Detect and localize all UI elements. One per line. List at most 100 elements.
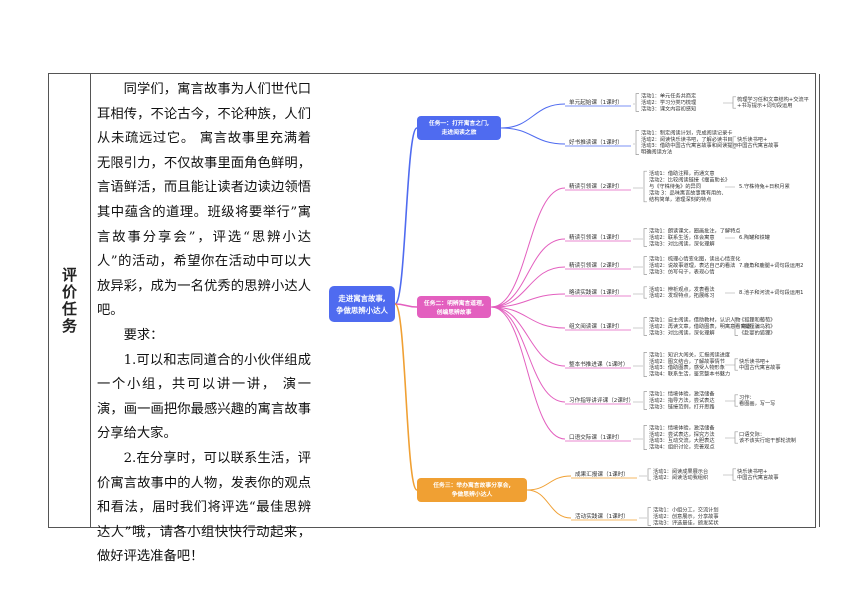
outcome-brace xyxy=(734,431,738,444)
outcome-brace xyxy=(734,394,738,407)
activity-item: 活动2：阅读活动我组织 xyxy=(653,473,708,481)
outcome-item: 5.守株待兔+日积月累 xyxy=(739,182,790,190)
intro-paragraph: 同学们，寓言故事为人们世代口耳相传，不论古今，不论种族，人们从未疏远过它。 寓言… xyxy=(97,82,311,319)
task3-title-line: 任务三：举办寓言故事分享会, xyxy=(432,481,511,489)
activity-item: 活动1：自主阅读，借助教材，认识人物 xyxy=(649,316,741,324)
activity-item: 活动2：发现特点，拓展练习 xyxy=(649,291,715,299)
outcome-item: 《赴宴的狐狸》 xyxy=(739,328,775,336)
task2-node xyxy=(417,296,491,318)
activity-item: 活动2：指导方法，尝试表达 xyxy=(649,396,715,404)
outcome-brace xyxy=(732,96,736,109)
activity-item: 与《守株待兔》的异同 xyxy=(649,182,701,190)
activity-item: 活动3：对比阅读，深化理解 xyxy=(649,239,715,247)
outcome-brace xyxy=(734,317,738,336)
lesson-label: 整本书推进课（1课时） xyxy=(569,360,629,368)
branch-line xyxy=(490,306,566,403)
lesson-label: 习作指导讲评课（2课时） xyxy=(569,396,634,404)
task3-node xyxy=(417,478,527,502)
lesson-label: 活动实践课（1课时） xyxy=(575,512,629,520)
center-node xyxy=(329,286,395,322)
outcome-item: 快乐读书吧+ xyxy=(737,467,767,475)
requirement-1: 1.可以和志同道合的小伙伴组成一个小组，共可以讲一讲， 演一演，画一画把你最感兴… xyxy=(97,352,311,442)
connector-line xyxy=(394,303,418,491)
outcome-item: 中国古代寓言故事 xyxy=(737,473,779,481)
evaluation-table: 评价任务 同学们，寓言故事为人们世代口耳相传，不论古今，不论种族，人们从未疏远过… xyxy=(48,73,820,564)
activity-item: 明确阅读方法 xyxy=(641,148,672,156)
lesson-label: 略读实践课（1课时） xyxy=(569,288,623,296)
lesson-label: 精读引领课（2课时） xyxy=(569,261,623,269)
branch-line xyxy=(500,127,566,145)
task1-title-line: 任务一：打开寓言之门, xyxy=(428,119,489,127)
activity-item: 活动3：链接范例，打开思路 xyxy=(649,402,715,410)
task1-title-line: 走进阅读之旅 xyxy=(441,128,477,136)
activity-brace xyxy=(643,286,647,299)
branch-line xyxy=(490,293,566,308)
row-label-cell: 评价任务 xyxy=(49,74,90,527)
branch-line xyxy=(490,306,566,367)
activity-brace xyxy=(635,93,639,112)
branch-line xyxy=(526,489,572,519)
task2-title-line: 任务二：明辨寓言道理, xyxy=(423,299,484,307)
branch-line xyxy=(490,187,566,308)
outcome-item: 梳理学习任和文章结构+交流平台 xyxy=(737,95,809,103)
activity-item: 活动4：联系生活，鉴赏整本书魅力 xyxy=(649,370,730,378)
activity-brace xyxy=(643,391,647,410)
activity-item: 活动3：课文内容初感知 xyxy=(641,104,696,112)
activity-item: 活动2：阅读快乐读书吧，了解必读书目 xyxy=(641,135,733,143)
outcome-item: +书写提示+词句段运用 xyxy=(737,101,792,109)
activity-brace xyxy=(643,170,647,203)
branch-line xyxy=(490,266,566,308)
outcome-item: 中国古代寓言故事 xyxy=(739,363,781,371)
outcome-item: 《狐狸骗乌鸦》 xyxy=(739,322,775,330)
column-divider xyxy=(819,74,820,527)
outcome-item: 口语交际： xyxy=(739,430,765,438)
activity-brace xyxy=(635,130,639,155)
outcome-item: 《狐狸和葡萄》 xyxy=(739,316,775,324)
lesson-label: 好书推读课（1课时） xyxy=(569,138,623,146)
task2-title-line: 创编思辨故事 xyxy=(436,308,472,316)
activity-item: 活动2：说故事道理，表达自己的看法 xyxy=(649,261,735,269)
activity-item: 活动2：尝试表达，探究方法 xyxy=(649,430,715,438)
outcome-item: 快乐读书吧+ xyxy=(739,357,769,365)
activity-item: 活动 3：品味寓言故事寓有用的、 xyxy=(649,188,727,196)
column-divider xyxy=(90,74,91,527)
branch-line xyxy=(500,103,566,129)
branch-line xyxy=(490,238,566,308)
mind-map: 走进寓言故事,争做思辨小达人任务一：打开寓言之门,走进阅读之旅单元起始课（1课时… xyxy=(329,92,809,526)
connector-line xyxy=(394,127,418,305)
activity-item: 活动1：情境体验，激活储备 xyxy=(649,423,715,431)
branch-line xyxy=(526,475,572,491)
activity-brace xyxy=(643,425,647,450)
lesson-label: 精读引领课（2课时） xyxy=(569,182,623,190)
lesson-label: 成果汇报课（1课时） xyxy=(575,470,629,478)
activity-item: 活动1：小组分工，交流计划 xyxy=(653,506,719,514)
requirements-heading: 要求： xyxy=(123,327,164,343)
outcome-item: 6.陶罐和铁罐 xyxy=(739,233,770,241)
activity-item: 活动2：比较阅读链接《揠苗助长》 xyxy=(649,176,730,184)
activity-item: 活动1：单元任务共商定 xyxy=(641,92,696,100)
activity-brace xyxy=(643,256,647,275)
outcome-item: 习作： xyxy=(739,393,755,401)
outcome-item: 快乐读书吧+ xyxy=(737,135,767,143)
activity-item: 活动1：朗读课文，圈画批注，了解特点 xyxy=(649,227,741,235)
activity-item: 结构简单，道理深刻的特点 xyxy=(649,195,711,203)
activity-item: 活动1：知识大闯关，汇报阅读进度 xyxy=(649,350,730,358)
lesson-label: 精读引领课（1课时） xyxy=(569,233,623,241)
outcome-brace xyxy=(732,468,736,481)
activity-item: 活动2：联系生活，体会寓意 xyxy=(649,233,715,241)
outcome-item: 看图画，写一写 xyxy=(739,399,775,407)
activity-item: 活动3：借助图表，感受人物形象 xyxy=(649,363,725,371)
center-title-line: 争做思辨小达人 xyxy=(336,306,388,315)
activity-brace xyxy=(643,228,647,247)
activity-item: 活动1：借助注释，而通文意 xyxy=(649,169,715,177)
activity-item: 活动3：借助中国古代寓言故事和阅读提示 xyxy=(641,141,738,149)
activity-item: 活动1：梳理心情变化图，读出心情变化 xyxy=(649,255,741,263)
outcome-brace xyxy=(734,358,738,371)
outcome-item: 该不该实行班干部轮流制 xyxy=(739,436,796,444)
activity-item: 活动2：图文结合，了解故事情节 xyxy=(649,357,725,365)
outcome-item: 中国古代寓言故事 xyxy=(737,141,779,149)
activity-brace xyxy=(643,352,647,377)
activity-item: 活动2：学习分类巧梳理 xyxy=(641,98,697,106)
activity-item: 活动4：组织讨论，完善观点 xyxy=(649,443,715,451)
requirement-2: 2.在分享时，可以联系生活，评价寓言故事中的人物，发表你的观点和看法，届时我们将… xyxy=(97,450,311,565)
